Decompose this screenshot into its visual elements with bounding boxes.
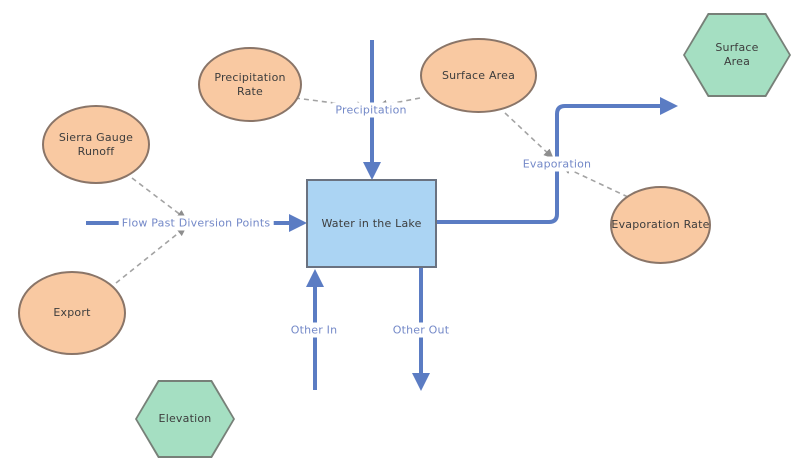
converter-surface-area[interactable]: Surface Area	[420, 38, 537, 113]
converter-label: Surface Area	[441, 68, 516, 82]
flow-other-in-arrowhead	[306, 269, 324, 287]
connector-evaporation-rate-to-evaporation[interactable]	[561, 165, 629, 198]
hexagon-shape	[685, 15, 789, 95]
converter-label: Export	[53, 306, 91, 320]
flow-other-out-label[interactable]: Other Out	[389, 322, 453, 338]
flow-precipitation-arrowhead	[363, 162, 381, 180]
converter-label: Precipitation Rate	[214, 70, 286, 98]
hexagon-shape	[137, 382, 233, 456]
converter-label: Sierra Gauge Runoff	[58, 130, 134, 158]
ghost-label: Surface Area	[715, 41, 759, 68]
connector-surface-area-to-evaporation[interactable]	[504, 112, 554, 159]
stock-label: Water in the Lake	[321, 216, 422, 230]
converter-evaporation-rate[interactable]: Evaporation Rate	[610, 186, 711, 264]
flow-past-diversion-points-label[interactable]: Flow Past Diversion Points	[118, 215, 274, 231]
flow-evaporation-arrowhead	[660, 97, 678, 115]
flow-other-out-arrowhead	[412, 373, 430, 391]
converter-label: Evaporation Rate	[611, 218, 710, 232]
connector-precipitation-rate-to-precipitation[interactable]	[294, 97, 367, 111]
ghost-label: Elevation	[158, 412, 212, 426]
ghost-surface-area-hexagon[interactable]: Surface Area	[683, 13, 791, 97]
converter-sierra-gauge-runoff[interactable]: Sierra Gauge Runoff	[42, 105, 150, 184]
converter-precipitation-rate[interactable]: Precipitation Rate	[198, 47, 302, 122]
stock-water-in-the-lake[interactable]: Water in the Lake	[306, 179, 437, 268]
flow-past-diversion-points-arrowhead	[289, 214, 307, 232]
connector-sierra-gauge-runoff-to-flow[interactable]	[131, 177, 187, 220]
flow-other-in-label[interactable]: Other In	[287, 322, 341, 338]
ghost-elevation-hexagon[interactable]: Elevation	[135, 380, 235, 458]
converter-export[interactable]: Export	[18, 271, 126, 355]
flow-precipitation-label[interactable]: Precipitation	[332, 102, 410, 118]
flow-evaporation-label[interactable]: Evaporation	[519, 156, 595, 172]
connector-surface-area-to-precipitation[interactable]	[377, 97, 421, 109]
connector-export-to-flow[interactable]	[115, 226, 187, 284]
